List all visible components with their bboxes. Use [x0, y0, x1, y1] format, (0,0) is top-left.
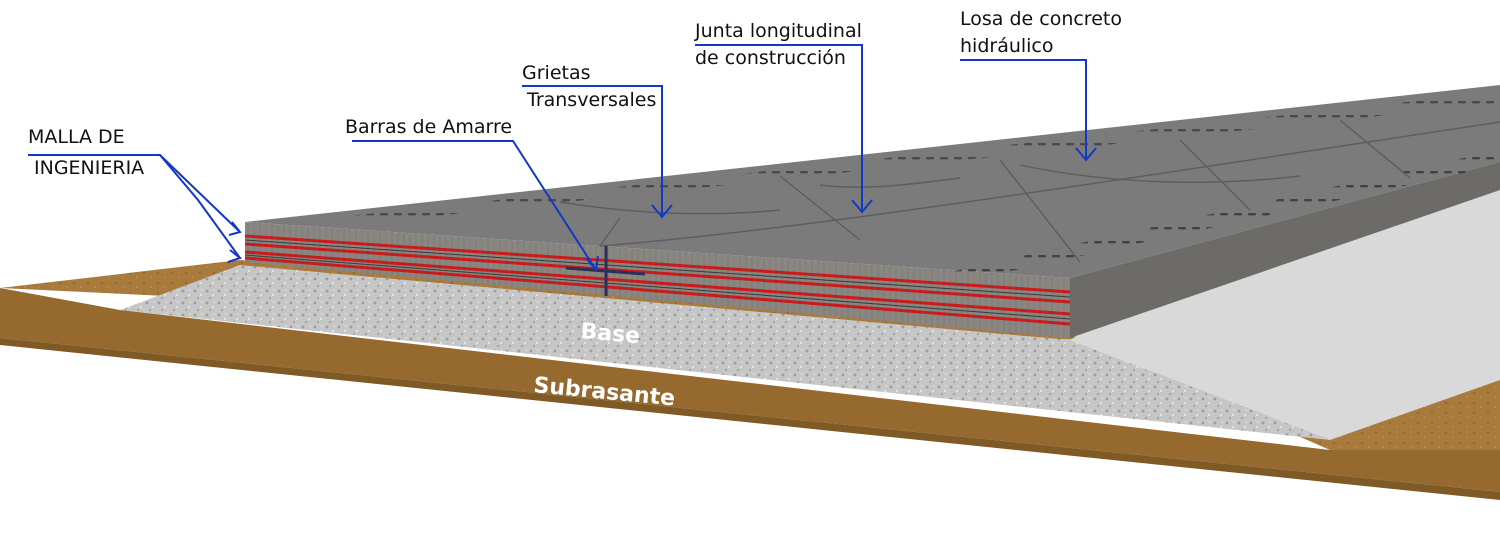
leader-malla-2	[159, 154, 241, 259]
rebar-lines	[244, 234, 1071, 326]
label-junta: Junta longitudinal de construcción	[694, 20, 868, 69]
subgrade-front	[0, 288, 1500, 492]
concrete-slab	[244, 85, 1500, 338]
leader-barras	[352, 140, 597, 271]
leader-grietas	[522, 85, 663, 217]
edge-dowels-far	[330, 92, 1500, 226]
mesh-lines	[244, 239, 1071, 320]
leader-lines	[28, 44, 1087, 271]
label-grietas: Grietas Transversales	[522, 62, 656, 111]
subgrade-front-shade	[0, 338, 1500, 500]
label-malla: MALLA DE INGENIERIA	[28, 126, 144, 179]
label-barras: Barras de Amarre	[345, 116, 512, 138]
leader-arrowheads	[227, 147, 1097, 273]
label-base: Base	[579, 319, 641, 349]
edge-dowels-near	[950, 150, 1500, 282]
slab-side-face	[1070, 162, 1500, 338]
tie-bar	[565, 246, 646, 296]
base-front	[120, 265, 1330, 440]
leader-losa	[960, 59, 1087, 160]
leader-junta	[695, 44, 863, 212]
label-losa: Losa de concreto hidráulico	[960, 8, 1128, 57]
